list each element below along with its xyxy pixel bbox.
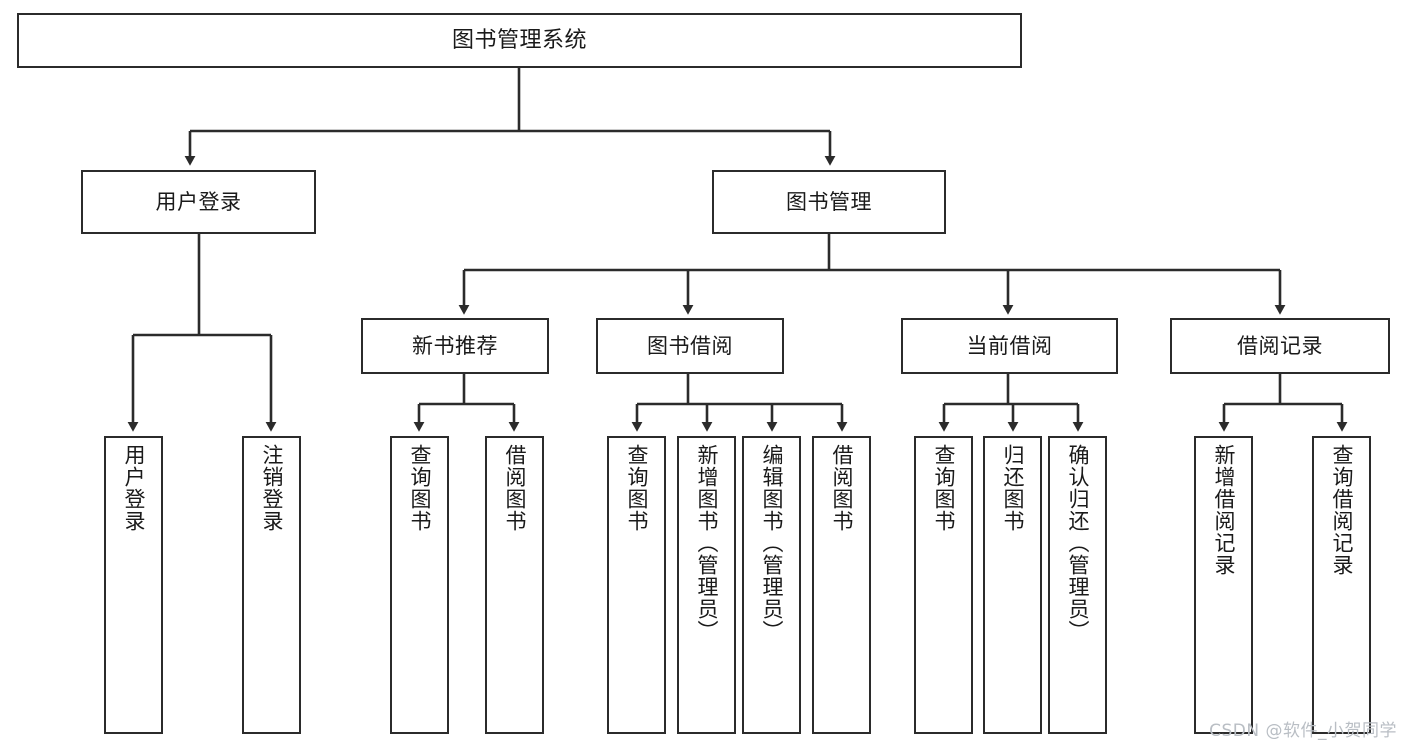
node-leaf-add-record-label: 新增借阅记录: [1212, 444, 1237, 576]
node-leaf-query-book-3[interactable]: 查询图书: [914, 436, 973, 734]
node-user-login-label: 用户登录: [155, 189, 242, 214]
node-leaf-query-book-2[interactable]: 查询图书: [607, 436, 666, 734]
node-leaf-query-record[interactable]: 查询借阅记录: [1312, 436, 1371, 734]
node-leaf-confirm-return[interactable]: 确认归还（管理员）: [1048, 436, 1107, 734]
node-book-borrow-label: 图书借阅: [647, 333, 733, 358]
node-leaf-query-book-3-label: 查询图书: [932, 444, 957, 532]
node-leaf-return-book-label: 归还图书: [1001, 444, 1026, 532]
node-leaf-edit-book-label: 编辑图书（管理员）: [760, 444, 785, 642]
node-book-borrow[interactable]: 图书借阅: [596, 318, 784, 374]
node-leaf-query-book-2-label: 查询图书: [625, 444, 650, 532]
node-leaf-borrow-book-2[interactable]: 借阅图书: [812, 436, 871, 734]
node-book-management[interactable]: 图书管理: [712, 170, 946, 234]
node-root-label: 图书管理系统: [451, 27, 587, 53]
node-new-book-recommend-label: 新书推荐: [412, 333, 498, 358]
node-leaf-confirm-return-label: 确认归还（管理员）: [1066, 444, 1091, 642]
node-leaf-logout[interactable]: 注销登录: [242, 436, 301, 734]
node-leaf-return-book[interactable]: 归还图书: [983, 436, 1042, 734]
node-root[interactable]: 图书管理系统: [17, 13, 1022, 68]
node-leaf-query-book-1-label: 查询图书: [408, 444, 433, 532]
node-leaf-user-login[interactable]: 用户登录: [104, 436, 163, 734]
node-borrow-record-label: 借阅记录: [1237, 333, 1323, 358]
node-leaf-edit-book[interactable]: 编辑图书（管理员）: [742, 436, 801, 734]
node-current-borrow[interactable]: 当前借阅: [901, 318, 1118, 374]
node-leaf-add-record[interactable]: 新增借阅记录: [1194, 436, 1253, 734]
node-leaf-borrow-book-2-label: 借阅图书: [830, 444, 855, 532]
node-new-book-recommend[interactable]: 新书推荐: [361, 318, 549, 374]
node-book-management-label: 图书管理: [786, 189, 872, 214]
csdn-watermark: CSDN @软件_小贺同学: [1209, 721, 1397, 741]
node-leaf-query-record-label: 查询借阅记录: [1330, 444, 1355, 576]
node-leaf-borrow-book-1-label: 借阅图书: [503, 444, 528, 532]
node-leaf-logout-label: 注销登录: [260, 444, 285, 532]
node-leaf-borrow-book-1[interactable]: 借阅图书: [485, 436, 544, 734]
node-leaf-add-book[interactable]: 新增图书（管理员）: [677, 436, 736, 734]
node-current-borrow-label: 当前借阅: [966, 333, 1053, 358]
node-leaf-query-book-1[interactable]: 查询图书: [390, 436, 449, 734]
node-leaf-user-login-label: 用户登录: [122, 444, 147, 532]
node-borrow-record[interactable]: 借阅记录: [1170, 318, 1390, 374]
node-user-login[interactable]: 用户登录: [81, 170, 316, 234]
node-leaf-add-book-label: 新增图书（管理员）: [695, 444, 720, 642]
